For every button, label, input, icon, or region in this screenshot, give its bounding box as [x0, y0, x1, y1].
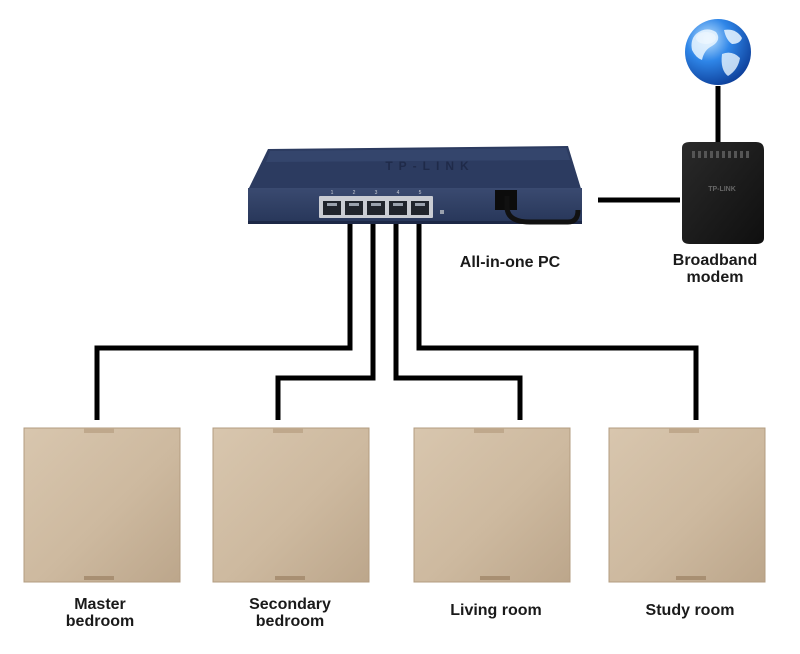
room-label-secondary-bedroom: Secondary bedroom — [249, 596, 331, 630]
broadband-modem: TP-LINK — [682, 142, 764, 244]
modem-brand-mark: TP-LINK — [708, 186, 736, 193]
port-number-3: 3 — [375, 190, 378, 196]
modem-label: Broadband modem — [672, 252, 758, 286]
wall-panel-study-room — [608, 427, 766, 583]
cable-living-room — [393, 222, 523, 420]
cable-secondary-bedroom — [275, 222, 376, 420]
wall-panel-living-room — [413, 427, 571, 583]
room-label-living-room: Living room — [450, 602, 542, 619]
router-label: All-in-one PC — [459, 254, 561, 271]
router-brand-mark: TP-LINK — [385, 159, 474, 173]
modem-vent-holes — [692, 151, 749, 158]
port-number-2: 2 — [353, 190, 356, 196]
port-number-4: 4 — [397, 190, 400, 196]
room-label-master-bedroom: Master bedroom — [65, 596, 135, 630]
globe-icon — [685, 19, 751, 85]
port-number-5: 5 — [419, 190, 422, 196]
cables — [94, 86, 721, 420]
router-device: TP-LINK 1 2 3 4 5 — [248, 146, 582, 225]
wall-panel-secondary-bedroom — [212, 427, 370, 583]
cable-master-bedroom — [94, 222, 353, 420]
room-panels — [23, 427, 766, 583]
router-top-highlight — [266, 148, 570, 162]
cable-study-room — [416, 222, 699, 420]
port-number-1: 1 — [331, 190, 334, 196]
reset-button — [440, 210, 444, 214]
power-cable — [504, 196, 581, 225]
modem-body — [682, 142, 764, 244]
wall-panel-master-bedroom — [23, 427, 181, 583]
room-label-study-room: Study room — [645, 602, 735, 619]
